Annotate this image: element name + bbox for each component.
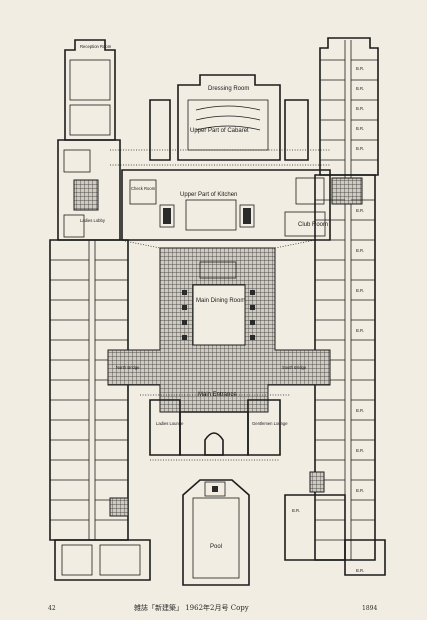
label-br: B.R. [356,288,364,293]
label-ladies-lounge: Ladies Lounge [156,421,184,426]
right-wing-rooms [315,59,378,541]
pool-block [182,479,250,586]
label-check-room: Check Room [131,186,156,191]
entrance-block [140,394,290,461]
label-gentlemens-lounge: Gentlemen Lounge [252,421,288,426]
label-br: B.R. [356,248,364,253]
plate-number: 1894 [362,605,377,612]
label-br: B.R. [356,146,364,151]
caption-handwritten: 雑誌「新建築」 1962年2月号 Copy [134,603,249,612]
left-wing [49,39,151,581]
label-br: B.R. [356,408,364,413]
main-dining-block [107,247,331,413]
label-main-entrance: Main Entrance [198,392,237,398]
right-wing [284,37,386,576]
label-br: B.R. [356,568,364,573]
label-south-bridge: South Bridge [282,365,307,370]
label-reception-room: Reception Room [80,44,112,49]
label-br: B.R. [356,126,364,131]
label-br: B.R. [356,448,364,453]
label-br: B.R. [356,66,364,71]
label-dressing-room: Dressing Room [208,86,249,92]
label-br: B.R. [356,488,364,493]
label-br: B.R. [356,106,364,111]
label-upper-kitchen: Upper Part of Kitchen [180,192,237,198]
label-main-dining-room: Main Dining Room [196,298,245,304]
label-br: B.R. [356,208,364,213]
label-ladies-lobby: Ladies Lobby [80,218,106,223]
label-club-room: Club Room [298,222,328,228]
label-br: B.R. [292,508,300,513]
page-number: 42 [48,605,56,612]
label-upper-cabaret: Upper Part of Cabaret [190,128,249,134]
label-br: B.R. [356,328,364,333]
label-pool: Pool [210,544,222,550]
center-north-block [110,74,331,241]
br-labels: B.R. B.R. B.R. B.R. B.R. B.R. B.R. B.R. … [292,66,364,573]
label-north-bridge: North Bridge [116,365,140,370]
label-br: B.R. [356,86,364,91]
